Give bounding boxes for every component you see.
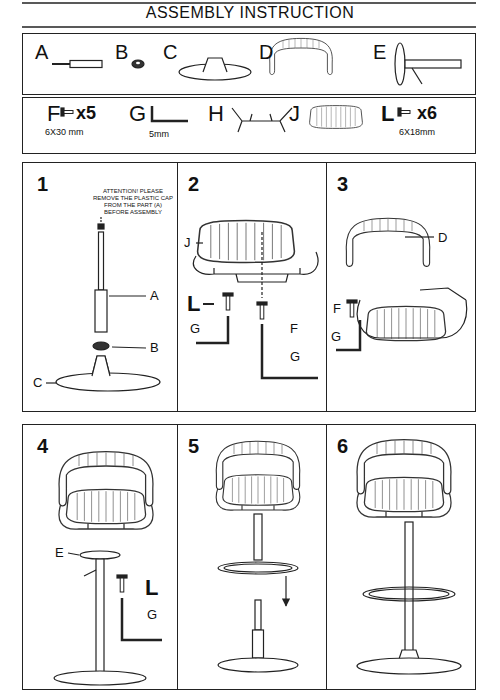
part-label: F — [47, 101, 60, 126]
part-label: 5mm — [149, 129, 169, 139]
step-panel: 2JLGFG — [177, 162, 327, 412]
part-label: L — [145, 575, 158, 600]
part-label: G — [129, 101, 146, 126]
part-label: E — [373, 41, 386, 64]
part-label: A — [150, 289, 159, 304]
step-number: 4 — [37, 435, 48, 458]
step-panel: 1ATTENTION! PLEASE REMOVE THE PLASTIC CA… — [22, 162, 178, 412]
step-panel: 6 — [326, 424, 476, 690]
part-label: 6X30 mm — [45, 127, 84, 137]
part-label: G — [290, 350, 300, 365]
part-label: G — [331, 330, 341, 345]
step-panel: 5 — [177, 424, 327, 690]
part-label: L — [187, 291, 200, 316]
part-label: C — [33, 376, 42, 391]
part-label: A — [35, 41, 48, 64]
parts-panel: Fx5 6X30 mm G5mm H J Lx6 6X18mm — [22, 97, 476, 154]
part-label: x5 — [76, 103, 96, 124]
step-number: 5 — [188, 435, 199, 458]
title-bar: ASSEMBLY INSTRUCTION — [0, 4, 500, 22]
part-label: F — [333, 302, 341, 317]
part-label: D — [438, 231, 447, 246]
step-number: 2 — [188, 173, 199, 196]
step-panel: 3D FG — [326, 162, 476, 412]
part-label: 6X18mm — [399, 127, 435, 137]
step-panel: 4E LG — [22, 424, 178, 690]
part-label: L — [381, 101, 394, 126]
part-label: E — [55, 546, 64, 561]
sheet-title: ASSEMBLY INSTRUCTION — [146, 4, 355, 21]
step-number: 6 — [337, 435, 348, 458]
step-number: 3 — [337, 173, 348, 196]
part-label: J — [289, 101, 300, 126]
part-label: F — [290, 322, 298, 337]
part-label: B — [115, 41, 128, 64]
parts-panel: A B C D E — [22, 33, 476, 95]
part-label: J — [184, 236, 191, 251]
part-label: G — [147, 608, 157, 623]
part-label: B — [150, 341, 159, 356]
step-number: 1 — [37, 173, 48, 196]
part-label: x6 — [417, 103, 437, 124]
part-label: D — [259, 41, 273, 64]
warning-note: ATTENTION! PLEASE REMOVE THE PLASTIC CAP… — [91, 188, 175, 216]
part-label: H — [208, 101, 224, 126]
part-label: C — [163, 41, 177, 64]
part-label: G — [190, 322, 200, 337]
